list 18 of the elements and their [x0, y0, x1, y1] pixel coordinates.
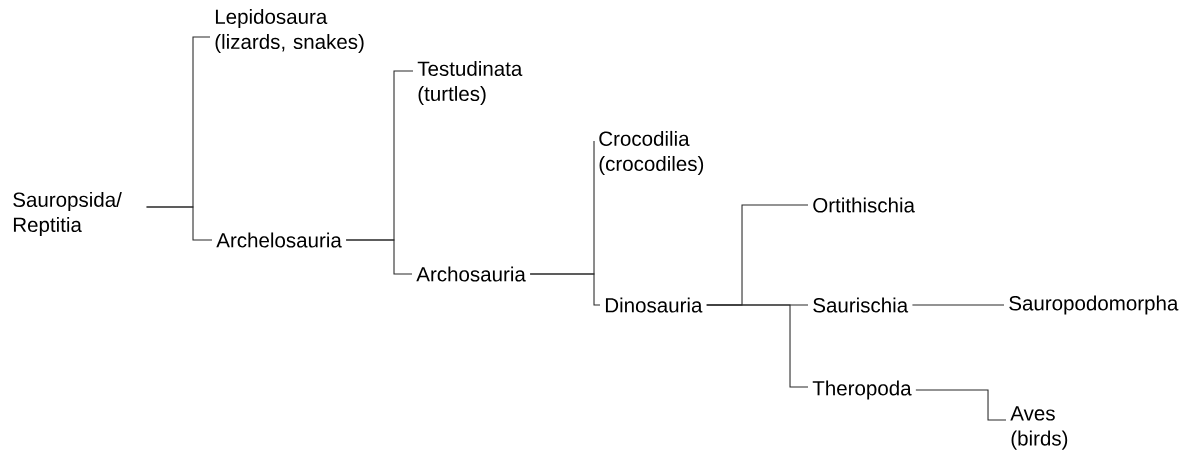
taxon-label: Dinosauria: [605, 297, 703, 313]
tree-branch: [529, 273, 601, 306]
tree-branch: [706, 304, 809, 388]
taxon-label: Lepidosaura (lizards, snakes): [215, 8, 364, 54]
tree-branch: [915, 389, 1007, 421]
taxon-label: Archosauria: [416, 266, 526, 282]
taxon-label: Sauropodomorpha: [1009, 295, 1179, 315]
tree-branch: [146, 206, 213, 241]
taxon-label: Crocodilia (crocodiles): [599, 130, 704, 176]
taxon-label: Sauropsida/ Reptitia: [13, 191, 122, 237]
taxon-label: Archelosauria: [216, 232, 342, 248]
taxon-label: Saurischia: [813, 297, 909, 313]
taxon-label: Theropoda: [812, 380, 912, 400]
taxon-label: Ortithischia: [813, 197, 915, 213]
tree-branch: [911, 304, 1005, 306]
taxon-label: Aves (birds): [1010, 406, 1068, 450]
taxon-label: Testudinata (turtles): [417, 60, 523, 106]
tree-branch: [345, 239, 413, 275]
